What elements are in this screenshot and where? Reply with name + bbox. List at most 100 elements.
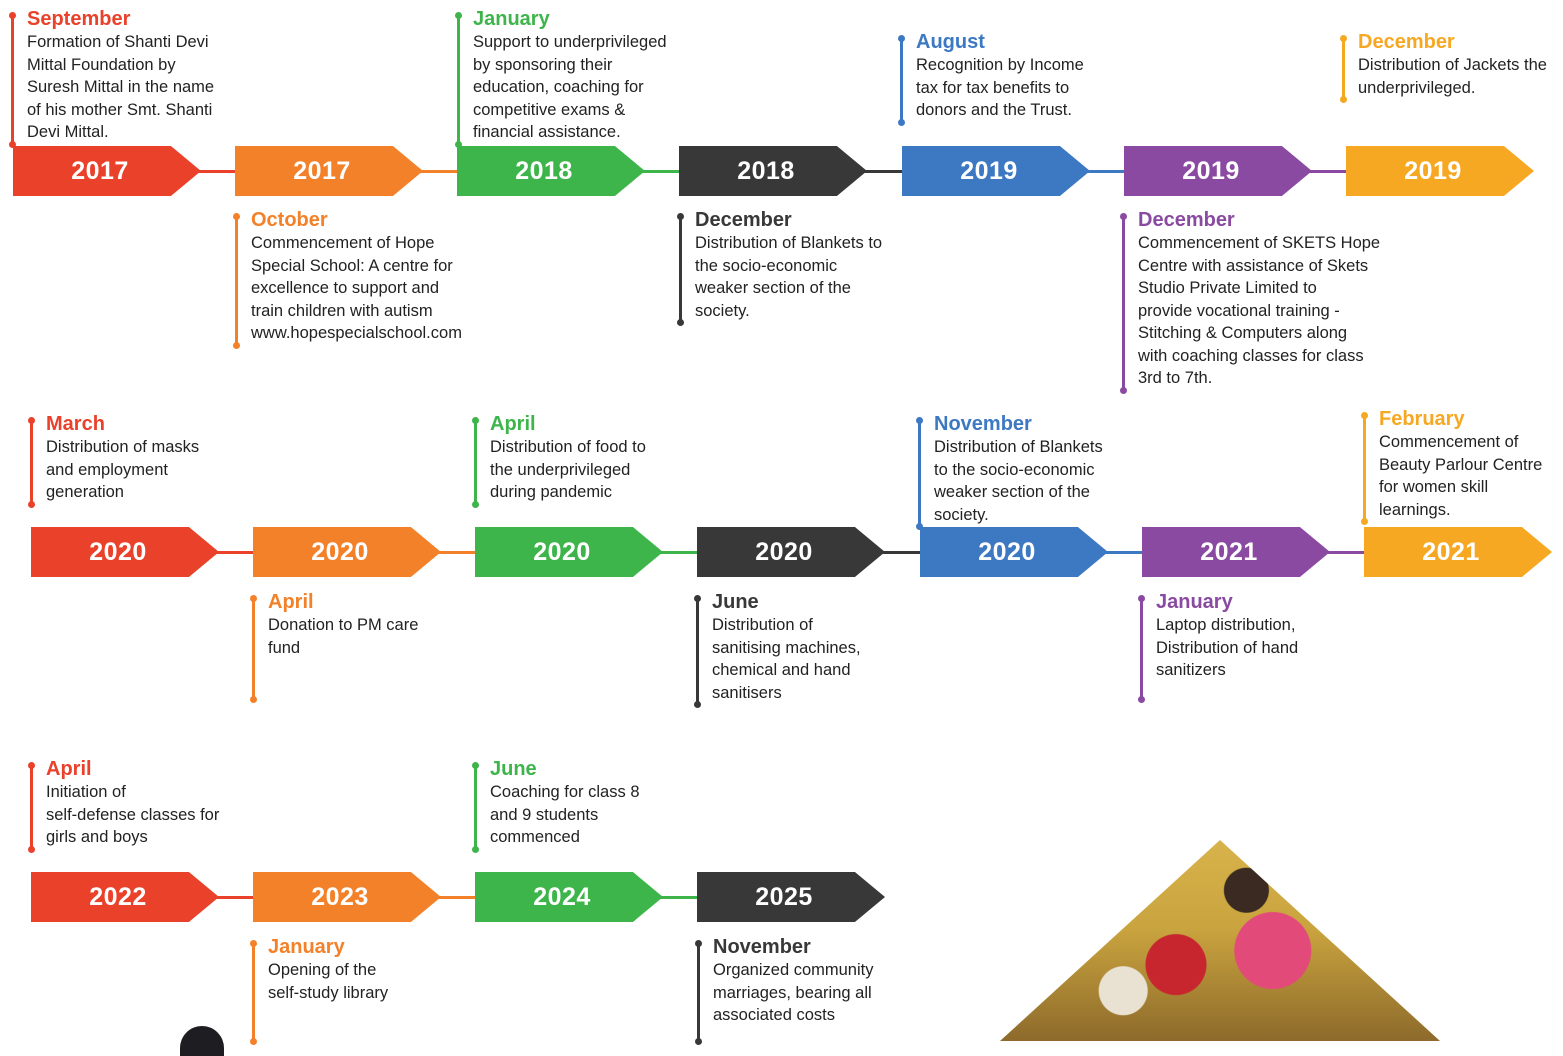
event-card: February Commencement of Beauty Parlour … — [1361, 408, 1563, 525]
connector-line — [875, 551, 925, 554]
year-arrow: 2020 — [697, 527, 885, 577]
event-card: August Recognition by Income tax for tax… — [898, 31, 1136, 125]
event-card: December Distribution of Jackets the und… — [1340, 31, 1563, 103]
connector-line — [1097, 551, 1147, 554]
event-card: December Distribution of Blankets to the… — [677, 209, 935, 326]
event-card: January Laptop distribution, Distributio… — [1138, 591, 1371, 703]
connector-line — [1079, 170, 1129, 173]
year-arrow: 2019 — [902, 146, 1090, 196]
event-marker — [9, 12, 16, 147]
event-marker — [1138, 595, 1145, 703]
event-month: June — [712, 591, 759, 613]
connector-line — [652, 551, 702, 554]
event-month: August — [916, 31, 985, 53]
event-card: June Distribution of sanitising machines… — [694, 591, 927, 708]
event-description: Formation of Shanti Devi Mittal Foundati… — [27, 33, 215, 141]
connector-line — [652, 896, 702, 899]
event-card: November Distribution of Blankets to the… — [916, 413, 1149, 530]
event-description: Distribution of Blankets to the socio-ec… — [695, 234, 883, 320]
event-marker — [898, 35, 905, 125]
connector-line — [208, 896, 258, 899]
connector-line — [430, 896, 480, 899]
event-month: June — [490, 758, 537, 780]
event-month: April — [490, 413, 536, 435]
event-card: March Distribution of masks and employme… — [28, 413, 261, 507]
connector-line — [430, 551, 480, 554]
event-marker — [250, 595, 257, 703]
event-card: April Distribution of food to the underp… — [472, 413, 705, 507]
event-marker — [472, 417, 479, 507]
event-marker — [472, 762, 479, 852]
event-description: Donation to PM care fund — [268, 616, 419, 657]
connector-line — [1300, 170, 1350, 173]
event-description: Distribution of Blankets to the socio-ec… — [934, 438, 1103, 524]
year-arrow: 2020 — [475, 527, 663, 577]
event-card: January Support to underprivileged by sp… — [455, 8, 713, 147]
connector-line — [190, 170, 240, 173]
year-arrow: 2021 — [1364, 527, 1552, 577]
event-card: December Commencement of SKETS Hope Cent… — [1120, 209, 1418, 393]
year-arrow: 2019 — [1124, 146, 1312, 196]
connector-line — [857, 170, 907, 173]
event-marker — [28, 417, 35, 507]
connector-line — [1318, 551, 1368, 554]
event-marker — [28, 762, 35, 852]
event-card: April Initiation of self-defense classes… — [28, 758, 261, 852]
event-marker — [1340, 35, 1347, 103]
event-card: October Commencement of Hope Special Sch… — [233, 209, 501, 348]
decorative-shape — [180, 1026, 224, 1056]
event-description: Commencement of SKETS Hope Centre with a… — [1138, 234, 1381, 387]
year-arrow: 2017 — [235, 146, 423, 196]
event-month: January — [1156, 591, 1233, 613]
year-arrow: 2020 — [31, 527, 219, 577]
event-card: September Formation of Shanti Devi Mitta… — [9, 8, 257, 147]
timeline-row-2: 2020 2020 2020 2020 2020 2021 2021 — [0, 527, 1563, 579]
event-description: Commencement of Beauty Parlour Centre fo… — [1379, 433, 1543, 519]
year-arrow: 2025 — [697, 872, 885, 922]
event-month: January — [268, 936, 345, 958]
group-photo — [1000, 840, 1440, 1041]
event-month: November — [713, 936, 811, 958]
event-marker — [455, 12, 462, 147]
year-arrow: 2023 — [253, 872, 441, 922]
event-description: Distribution of sanitising machines, che… — [712, 616, 861, 702]
event-month: April — [46, 758, 92, 780]
event-month: April — [268, 591, 314, 613]
event-marker — [677, 213, 684, 326]
event-description: Laptop distribution, Distribution of han… — [1156, 616, 1299, 679]
event-description: Distribution of food to the underprivile… — [490, 438, 646, 501]
event-month: September — [27, 8, 131, 30]
event-card: November Organized community marriages, … — [695, 936, 928, 1045]
event-description: Coaching for class 8 and 9 students comm… — [490, 783, 640, 846]
event-description: Support to underprivileged by sponsoring… — [473, 33, 667, 141]
year-arrow: 2020 — [920, 527, 1108, 577]
event-card: January Opening of the self-study librar… — [250, 936, 483, 1045]
event-marker — [233, 213, 240, 348]
year-arrow: 2021 — [1142, 527, 1330, 577]
event-description: Distribution of masks and employment gen… — [46, 438, 200, 501]
event-card: April Donation to PM care fund — [250, 591, 483, 703]
event-month: December — [1138, 209, 1235, 231]
event-marker — [916, 417, 923, 530]
event-month: October — [251, 209, 328, 231]
event-marker — [250, 940, 257, 1045]
event-description: Distribution of Jackets the underprivile… — [1358, 56, 1547, 97]
event-description: Initiation of self-defense classes for g… — [46, 783, 220, 846]
event-card: June Coaching for class 8 and 9 students… — [472, 758, 705, 852]
event-month: November — [934, 413, 1032, 435]
event-marker — [1361, 412, 1368, 525]
event-description: Opening of the self-study library — [268, 961, 389, 1002]
event-month: March — [46, 413, 105, 435]
year-arrow: 2019 — [1346, 146, 1534, 196]
year-arrow: 2018 — [679, 146, 867, 196]
event-marker — [694, 595, 701, 708]
year-arrow: 2018 — [457, 146, 645, 196]
event-month: February — [1379, 408, 1465, 430]
connector-line — [412, 170, 462, 173]
timeline-row-1: 2017 2017 2018 2018 2019 2019 2019 — [0, 146, 1563, 198]
event-marker — [695, 940, 702, 1045]
year-arrow: 2022 — [31, 872, 219, 922]
event-month: January — [473, 8, 550, 30]
event-month: December — [1358, 31, 1455, 53]
year-arrow: 2024 — [475, 872, 663, 922]
